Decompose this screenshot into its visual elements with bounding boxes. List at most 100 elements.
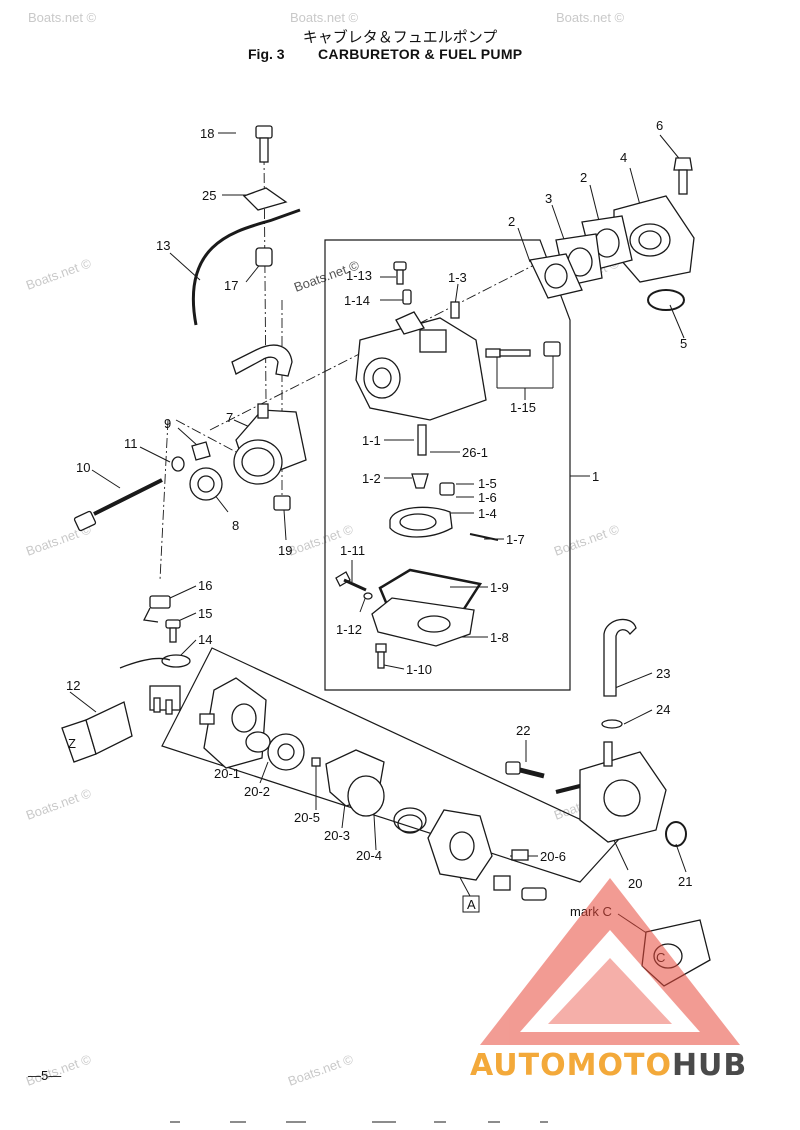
label-26-1: 26-1 <box>462 445 488 460</box>
label-25: 25 <box>202 188 216 203</box>
logo-part-moto: MOTO <box>566 1048 672 1083</box>
label-4: 4 <box>620 150 627 165</box>
needle-1-1-icon <box>417 424 427 456</box>
label-1-6: 1-6 <box>478 490 497 505</box>
collar-9-icon <box>191 441 211 461</box>
collar-17-icon <box>255 247 273 267</box>
label-3: 3 <box>545 191 552 206</box>
label-7: 7 <box>226 410 233 425</box>
float-chamber-1-8-icon <box>371 597 475 647</box>
check-valve-20-1-icon <box>245 731 271 753</box>
hose-elbow-icon <box>231 344 293 377</box>
spring-icon <box>393 807 427 834</box>
label-6: 6 <box>656 118 663 133</box>
automotohub-logo-mark <box>480 878 740 1045</box>
logo-part-auto: AUTO <box>470 1048 567 1083</box>
label-8: 8 <box>232 518 239 533</box>
o-ring-21-icon <box>665 821 687 847</box>
label-2: 2 <box>508 214 515 229</box>
screw-set-1-15-icon <box>485 341 561 358</box>
label-5: 5 <box>680 336 687 351</box>
grommet-19-icon <box>273 495 291 511</box>
float-1-4-icon <box>389 506 453 538</box>
label-1-5: 1-5 <box>478 476 497 491</box>
label-1-1: 1-1 <box>362 433 381 448</box>
figure-number: Fig. 3 <box>248 46 285 62</box>
washer-1-12-icon <box>363 592 373 600</box>
watermark-group: Boats.net © Boats.net © Boats.net © Boat… <box>24 10 625 1089</box>
fuel-pump-20-icon <box>555 741 667 843</box>
main-jet-1-2-icon <box>411 473 429 489</box>
throttle-cable-13-icon <box>191 208 301 326</box>
label-12: 12 <box>66 678 80 693</box>
label-1-7: 1-7 <box>506 532 525 547</box>
watermark: Boats.net © <box>24 785 94 823</box>
label-1-11: 1-11 <box>340 543 365 558</box>
label-21: 21 <box>678 874 692 889</box>
automotohub-logo-text: AUTOMOTOHUB <box>470 1048 747 1083</box>
gasket-2b-icon <box>529 253 583 299</box>
label-1-8: 1-8 <box>490 630 509 645</box>
intake-manifold-4-icon <box>613 195 695 283</box>
label-2: 2 <box>580 170 587 185</box>
watermark: Boats.net © <box>28 10 97 25</box>
screw-20-6-icon <box>511 849 529 861</box>
o-ring-5-icon <box>647 289 685 311</box>
plunger-icon <box>521 887 547 901</box>
watermark: Boats.net © <box>556 10 625 25</box>
fuel-hose-23-icon <box>603 618 637 697</box>
label-1-2: 1-2 <box>362 471 381 486</box>
label-23: 23 <box>656 666 670 681</box>
label-20-4: 20-4 <box>356 848 382 863</box>
screw-1-10-icon <box>375 643 387 669</box>
label-16: 16 <box>198 578 212 593</box>
part-labels: 18 25 13 17 6 4 2 3 2 5 1-13 1-14 1-3 1-… <box>66 118 692 965</box>
label-1-14: 1-14 <box>344 293 370 308</box>
pilot-jet-1-3-icon <box>450 301 460 319</box>
detail-box-a <box>462 895 480 913</box>
cable-holder-16-icon <box>143 595 171 623</box>
figure-title: CARBURETOR & FUEL PUMP <box>318 46 523 62</box>
label-11: 11 <box>124 436 138 451</box>
label-1: 1 <box>592 469 599 484</box>
valve-1-5-icon <box>439 482 455 496</box>
label-1-13: 1-13 <box>346 268 372 283</box>
label-22: 22 <box>516 723 530 738</box>
label-20: 20 <box>628 876 642 891</box>
label-18: 18 <box>200 126 214 141</box>
label-17: 17 <box>224 278 238 293</box>
carburetor-group-outline <box>324 239 571 691</box>
pump-cover-icon <box>427 809 493 881</box>
label-20-2: 20-2 <box>244 784 270 799</box>
label-1-10: 1-10 <box>406 662 432 677</box>
cable-wire-icon <box>119 657 171 669</box>
watermark: Boats.net © <box>552 521 622 559</box>
pump-body-icon <box>199 677 267 769</box>
screen-8-icon <box>189 467 223 501</box>
label-9: 9 <box>164 416 171 431</box>
connector-mark-glyph: Z <box>68 736 76 751</box>
spring-1-14-icon <box>402 289 412 305</box>
washer-11-icon <box>171 456 185 472</box>
watermark: Boats.net © <box>286 1051 356 1089</box>
watermark: Boats.net © <box>24 255 94 293</box>
connector-pins-icon <box>149 685 181 715</box>
bolt-22-icon <box>505 761 545 779</box>
diaphragm-20-2-icon <box>267 733 305 771</box>
label-20-6: 20-6 <box>540 849 566 864</box>
drain-screw-1-11-icon <box>335 571 367 592</box>
bolt-18-icon <box>255 125 273 163</box>
label-14: 14 <box>198 632 212 647</box>
label-10: 10 <box>76 460 90 475</box>
hose-clip-24-icon <box>601 719 623 729</box>
label-1-4: 1-4 <box>478 506 497 521</box>
fuel-connector-12-icon: Z <box>61 701 133 763</box>
parts: Z <box>61 125 711 987</box>
label-a: A <box>467 897 476 912</box>
logo-part-hub: HUB <box>671 1048 748 1083</box>
page-number: —5— <box>28 1068 62 1083</box>
label-1-15: 1-15 <box>510 400 536 415</box>
label-20-5: 20-5 <box>294 810 320 825</box>
label-24: 24 <box>656 702 670 717</box>
